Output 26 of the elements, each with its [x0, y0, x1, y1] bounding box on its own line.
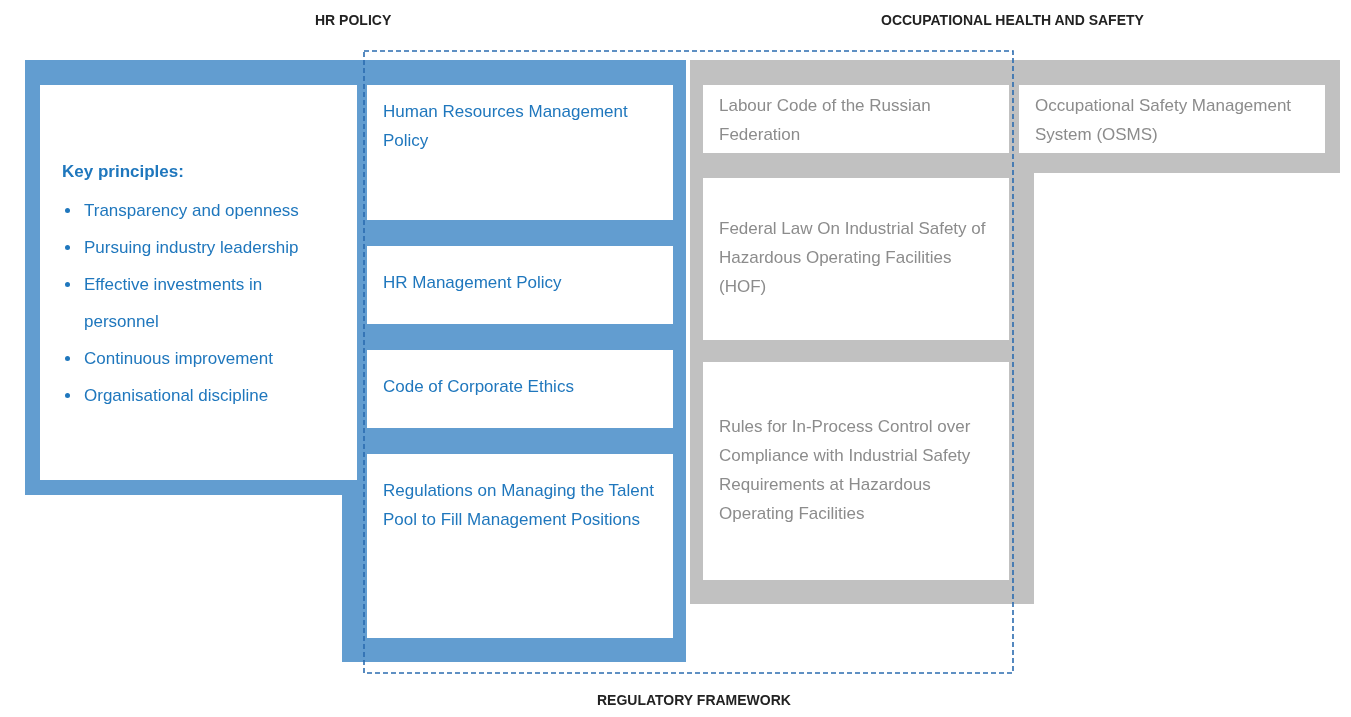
document-title: HR Management Policy [383, 272, 563, 294]
principles-card [40, 85, 357, 480]
document-title: Human Resources Management Policy [383, 101, 629, 152]
bullet-item: Transparency and openness [62, 192, 335, 229]
section-heading: REGULATORY FRAMEWORK [597, 692, 791, 708]
list-heading: Key principles: [62, 161, 185, 183]
document-card [703, 362, 1009, 580]
document-card [367, 85, 673, 220]
document-title: Code of Corporate Ethics [383, 376, 575, 398]
section-heading: HR POLICY [315, 12, 392, 28]
document-title: Regulations on Managing the Talent Pool to Fill Management Positions [383, 480, 655, 531]
bullet-item: Continuous improvement [62, 340, 335, 377]
bullet-item: Effective investments in personnel [62, 266, 335, 340]
document-card [1019, 85, 1325, 153]
section-heading: OCCUPATIONAL HEALTH AND SAFETY [881, 12, 1144, 28]
document-title: Federal Law On Industrial Safety of Hazardous Operating Facilities (HOF) [719, 218, 987, 298]
bullet-item: Organisational discipline [62, 377, 335, 414]
document-card [367, 350, 673, 428]
document-card [703, 178, 1009, 340]
document-title: Rules for In-Process Control over Compliance with Industrial Safety Requirements at Hazardous Operating Facilities [719, 416, 972, 525]
bullet-item: Pursuing industry leadership [62, 229, 335, 266]
document-card [703, 85, 1009, 153]
document-title: Occupational Safety Management System (OSMS) [1035, 95, 1293, 146]
document-card [367, 246, 673, 324]
document-title: Labour Code of the Russian Federation [719, 95, 932, 146]
document-card [367, 454, 673, 638]
